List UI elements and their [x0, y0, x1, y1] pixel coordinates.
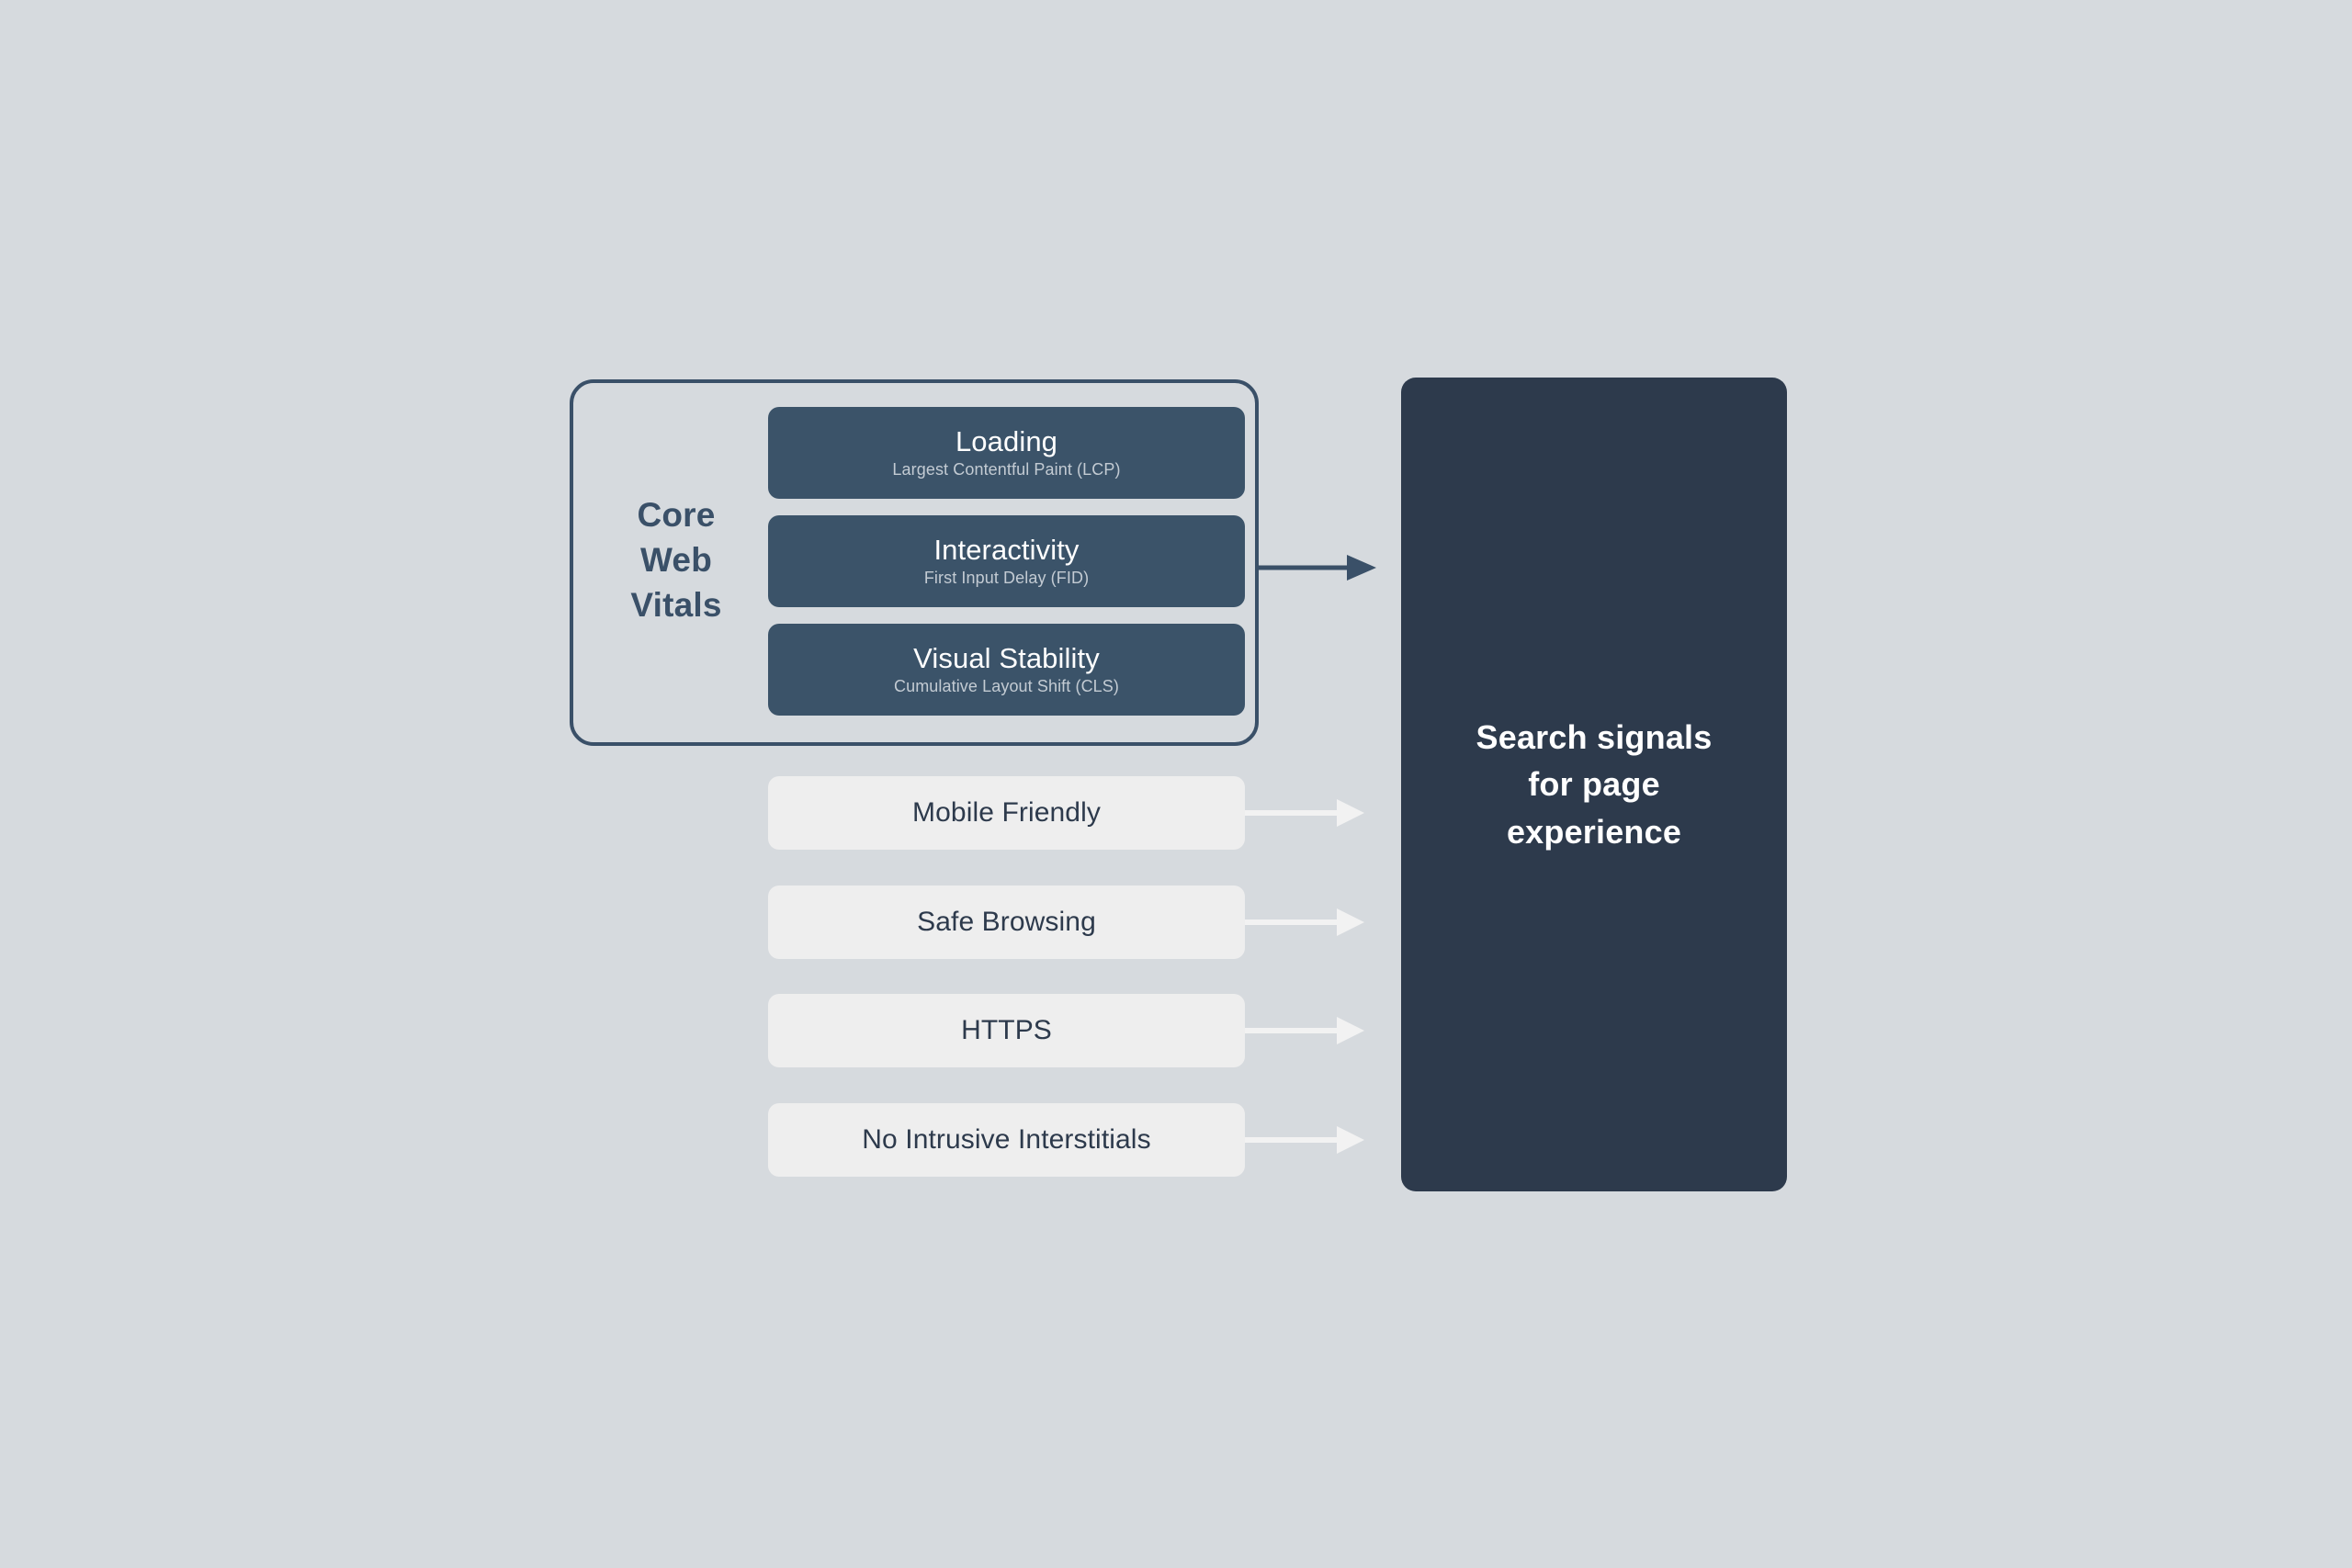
signal-card-safe-browsing: Safe Browsing: [768, 886, 1245, 959]
signal-label: HTTPS: [961, 1015, 1052, 1045]
outcome-panel-search-signals: Search signals for page experience: [1401, 378, 1787, 1191]
signal-card-no-intrusive-interstitials: No Intrusive Interstitials: [768, 1103, 1245, 1177]
metric-card-interactivity: Interactivity First Input Delay (FID): [768, 515, 1245, 607]
core-web-vitals-label-line-1: Core: [637, 496, 716, 534]
outcome-line-2: for page: [1528, 765, 1660, 804]
core-web-vitals-label-line-3: Vitals: [630, 585, 722, 624]
outcome-line-3: experience: [1506, 812, 1682, 851]
metric-subtitle: First Input Delay (FID): [923, 569, 1090, 588]
signal-label: No Intrusive Interstitials: [862, 1124, 1151, 1155]
outcome-panel-text: Search signals for page experience: [1451, 714, 1738, 854]
core-web-vitals-label-line-2: Web: [639, 540, 713, 579]
signal-label: Safe Browsing: [917, 907, 1096, 937]
signal-label: Mobile Friendly: [912, 797, 1101, 828]
arrow-right-icon-core-web-vitals: [1259, 555, 1376, 581]
arrow-right-icon-mobile-friendly: [1245, 799, 1364, 827]
metric-subtitle: Cumulative Layout Shift (CLS): [893, 677, 1119, 696]
arrow-right-icon-no-intrusive-interstitials: [1245, 1126, 1364, 1154]
arrow-right-icon-safe-browsing: [1245, 908, 1364, 936]
arrow-right-icon-https: [1245, 1017, 1364, 1044]
metric-title: Interactivity: [933, 534, 1080, 567]
core-web-vitals-group-label: Core Web Vitals: [586, 493, 766, 627]
core-web-vitals-group: [570, 379, 1259, 746]
signal-card-mobile-friendly: Mobile Friendly: [768, 776, 1245, 850]
metric-title: Visual Stability: [913, 642, 1100, 675]
metric-title: Loading: [955, 425, 1058, 458]
metric-card-loading: Loading Largest Contentful Paint (LCP): [768, 407, 1245, 499]
metric-subtitle: Largest Contentful Paint (LCP): [892, 460, 1121, 479]
outcome-line-1: Search signals: [1476, 718, 1713, 757]
metric-card-visual-stability: Visual Stability Cumulative Layout Shift…: [768, 624, 1245, 716]
signal-card-https: HTTPS: [768, 994, 1245, 1067]
